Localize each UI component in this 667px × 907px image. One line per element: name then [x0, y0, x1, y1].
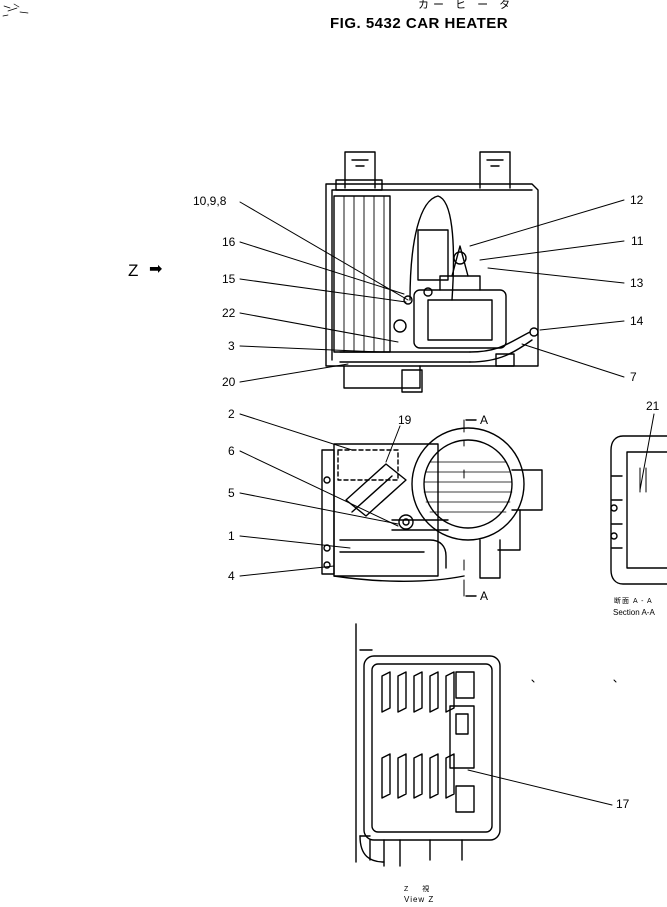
callout-2: 2 — [228, 407, 235, 421]
callout-17: 17 — [616, 797, 630, 811]
callout-6: 6 — [228, 444, 235, 458]
scan-specks — [3, 4, 28, 16]
callout-14: 14 — [630, 314, 644, 328]
callout-13: 13 — [630, 276, 644, 290]
callout-10-9-8: 10,9,8 — [193, 194, 227, 208]
callout-21: 21 — [646, 399, 660, 413]
callout-19: 19 — [398, 413, 412, 427]
callout-11: 11 — [631, 234, 644, 248]
callout-1: 1 — [228, 529, 235, 543]
callout-15: 15 — [222, 272, 236, 286]
figure-title: FIG. 5432 CAR HEATER — [330, 15, 509, 32]
view-direction-arrow-icon: ➡ — [149, 261, 163, 278]
heater-top-view — [326, 152, 538, 392]
section-caption-japanese: 断面 A - A — [614, 598, 653, 605]
callout-12: 12 — [630, 193, 644, 207]
view-z-marker-label: Z — [128, 261, 139, 280]
heater-side-view — [322, 420, 542, 596]
section-a-a-view — [611, 436, 667, 584]
callout-20: 20 — [222, 375, 236, 389]
view-z-caption-english: View Z — [404, 895, 435, 904]
callout-7: 7 — [630, 370, 637, 384]
callout-4: 4 — [228, 569, 235, 583]
callout-5: 5 — [228, 486, 235, 500]
section-cut-label-top: A — [480, 413, 489, 427]
callout-leader-lines — [240, 200, 654, 805]
japanese-title: カー ヒ ー タ — [418, 0, 515, 11]
callout-16: 16 — [222, 235, 236, 249]
view-z-caption-japanese: Z 視 — [404, 886, 436, 893]
callout-3: 3 — [228, 339, 235, 353]
callout-22: 22 — [222, 306, 236, 320]
section-caption-english: Section A-A — [613, 608, 655, 617]
view-z-drawing — [356, 624, 616, 866]
section-cut-label-bottom: A — [480, 589, 489, 603]
